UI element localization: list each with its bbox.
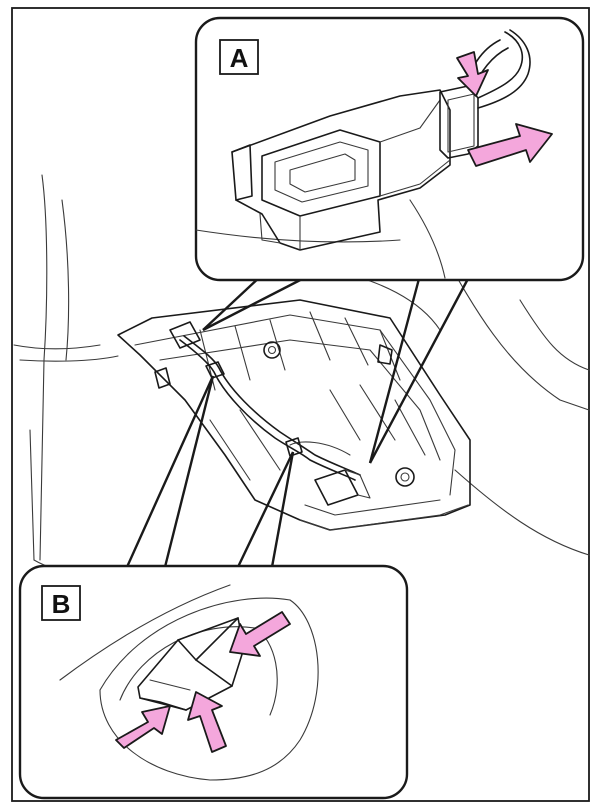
harness-clip (137, 617, 245, 711)
pull-connector-arrow (467, 123, 553, 167)
dashboard-scene (13, 174, 590, 579)
inset-a-letter: A (230, 43, 249, 73)
figure-frame (11, 7, 590, 802)
inset-b: B (18, 564, 409, 800)
inset-a: A (194, 16, 585, 282)
squeeze-arrow-top (229, 611, 291, 657)
wire-harness (169, 321, 371, 506)
squeeze-arrow-left (115, 705, 171, 749)
press-lock-arrow (456, 51, 489, 97)
connector-housing (231, 89, 451, 251)
inset-a-label: A (219, 39, 259, 75)
callout-lines (125, 273, 472, 568)
squeeze-arrow-bottom (187, 691, 227, 753)
inset-b-letter: B (52, 589, 71, 619)
inset-b-label: B (41, 585, 81, 621)
glove-box-panel (117, 299, 471, 531)
